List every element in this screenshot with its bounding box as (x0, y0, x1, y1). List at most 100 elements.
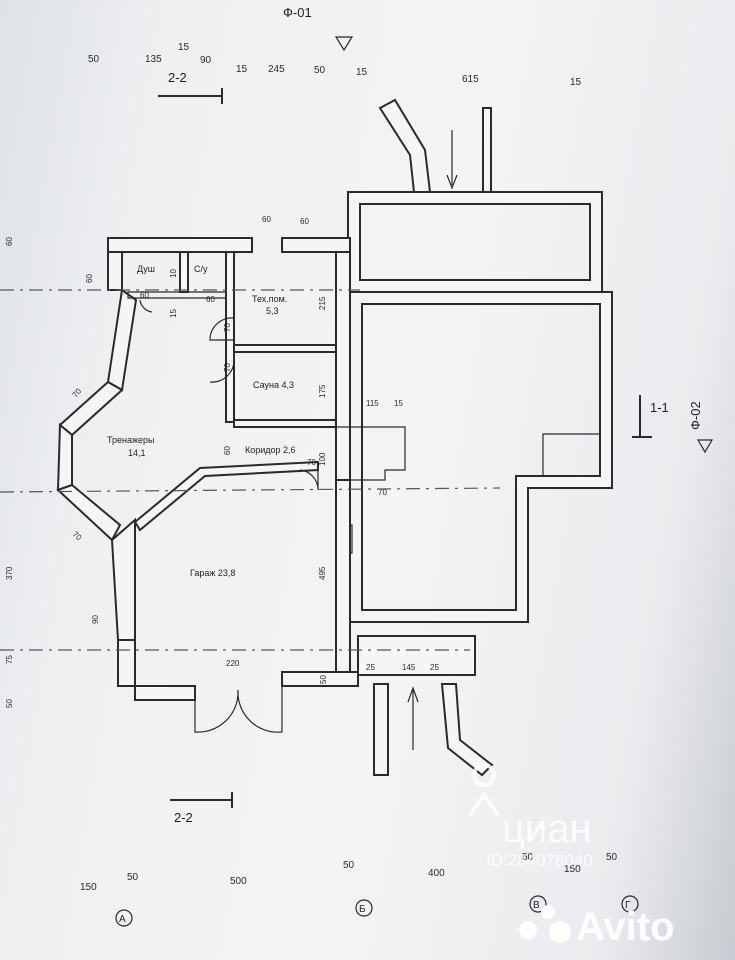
inner-dimensions: 60 60 60 60 60 10 15 70 70 70 70 215 175… (71, 215, 440, 684)
dim-bottom: 150 (564, 864, 581, 875)
dim-inner: 115 (366, 399, 379, 408)
dim-inner: 25 (430, 663, 439, 672)
sheet-label-top: Ф-01 (283, 5, 312, 20)
dim-inner: 60 (85, 274, 94, 283)
dim-bottom: 150 (80, 882, 97, 893)
wall-top-right (281, 237, 351, 253)
dim-inner: 60 (206, 295, 215, 304)
axis-bubble (355, 899, 373, 917)
dim-top: 15 (236, 64, 248, 75)
section-arrow-icon (158, 88, 223, 104)
dim-inner: 175 (318, 384, 327, 398)
avito-logo-icon (519, 921, 537, 939)
room-sauna: Сауна 4,3 (253, 380, 294, 390)
axis-label: А (119, 914, 126, 925)
dim-inner: 15 (394, 399, 403, 408)
ramp-top-left-wall (378, 98, 432, 193)
dim-inner: 70 (71, 530, 84, 543)
room-tech-name: Тех.пом. (252, 294, 287, 304)
dim-bottom: 50 (127, 872, 139, 883)
partition-shower (179, 251, 189, 293)
room-wc: С/у (194, 264, 208, 274)
partition-tech (225, 251, 235, 423)
dim-top: 615 (462, 74, 479, 85)
top-dimensions: 50 135 15 90 15 245 50 15 615 15 (88, 42, 582, 88)
partition-sauna-bottom (233, 419, 337, 428)
dim-top: 245 (268, 64, 285, 75)
dim-inner: 70 (223, 363, 232, 372)
room-garage: Гараж 23,8 (190, 568, 235, 578)
dim-top: 15 (570, 77, 582, 88)
avito-wordmark: Avito (576, 905, 675, 949)
wall-top-left (107, 237, 253, 253)
upper-block-walls (347, 191, 603, 293)
wall-inner-right (335, 251, 351, 481)
dim-bottom: 500 (230, 876, 247, 887)
ramp-bottom-right-wall (440, 683, 494, 777)
wall-garage-bottom-left (117, 639, 196, 701)
dim-top: 50 (314, 65, 326, 76)
dim-inner: 100 (318, 452, 327, 466)
wall-bay-mid (56, 422, 73, 492)
section-marker-top: 2-2 (168, 70, 187, 85)
entry-arrow-top-icon (446, 130, 458, 190)
ramp-top-right-wall (482, 107, 492, 193)
corridor-outline (335, 426, 406, 481)
dim-inner: 50 (319, 675, 328, 684)
dim-inner: 70 (378, 488, 387, 497)
dim-bottom: 50 (343, 860, 355, 871)
door-sauna-icon (209, 359, 235, 383)
axis-bubble (115, 909, 133, 927)
dim-inner: 60 (300, 217, 309, 226)
dim-inner: 220 (226, 659, 240, 668)
room-tech-area: 5,3 (266, 306, 279, 316)
dim-inner: 60 (223, 446, 232, 455)
wall-left-upper (107, 251, 123, 291)
cian-wordmark: циан (502, 807, 592, 851)
sheet-label-right: Ф-02 (688, 401, 703, 430)
dim-bottom: 50 (606, 852, 618, 863)
room-gym-name: Тренажеры (107, 435, 154, 445)
section-marker-bottom: 2-2 (174, 810, 193, 825)
dim-left: 75 (5, 655, 14, 664)
dim-inner: 70 (307, 458, 316, 467)
partition-gym-garage (133, 460, 319, 532)
entry-arrow-bottom-icon (407, 686, 419, 750)
wall-garage-right (335, 479, 351, 673)
dim-inner: 15 (169, 309, 178, 318)
wall-left-garage (110, 517, 136, 641)
axis-bubble (529, 895, 547, 913)
axis-bubble (621, 895, 639, 913)
dim-bottom: 400 (428, 868, 445, 879)
bottom-dimensions: 150 50 500 50 400 50 150 50 (80, 852, 618, 893)
section-arrow-right-icon (632, 395, 652, 438)
dim-inner: 90 (91, 615, 100, 624)
cian-listing-id: ID:284078040 (486, 851, 593, 870)
level-triangle-icon (334, 36, 354, 52)
dim-inner: 145 (402, 663, 416, 672)
dim-inner: 25 (366, 663, 375, 672)
room-gym-area: 14,1 (128, 448, 146, 458)
dim-inner: 70 (223, 323, 232, 332)
axis-markers: А Б В Г (115, 895, 639, 927)
right-niche (542, 433, 601, 477)
section-marker-right: 1-1 (650, 400, 669, 415)
partition-wet-rooms (127, 291, 227, 299)
lower-vestibule (357, 635, 476, 676)
wall-bay-upper (58, 380, 124, 437)
door-tech-icon (209, 317, 235, 341)
dim-inner: 495 (318, 566, 327, 580)
dim-inner: 70 (71, 386, 84, 399)
cian-logo-icon (468, 763, 500, 817)
right-block-walls (341, 291, 613, 623)
dim-top: 15 (178, 42, 190, 53)
axis-label: Б (359, 904, 366, 915)
avito-watermark: Avito (519, 905, 675, 949)
dim-inner: 10 (169, 269, 178, 278)
dim-top: 15 (356, 67, 368, 78)
dim-top: 135 (145, 54, 162, 65)
dim-left: 50 (5, 699, 14, 708)
partition-sauna-top (233, 344, 337, 353)
